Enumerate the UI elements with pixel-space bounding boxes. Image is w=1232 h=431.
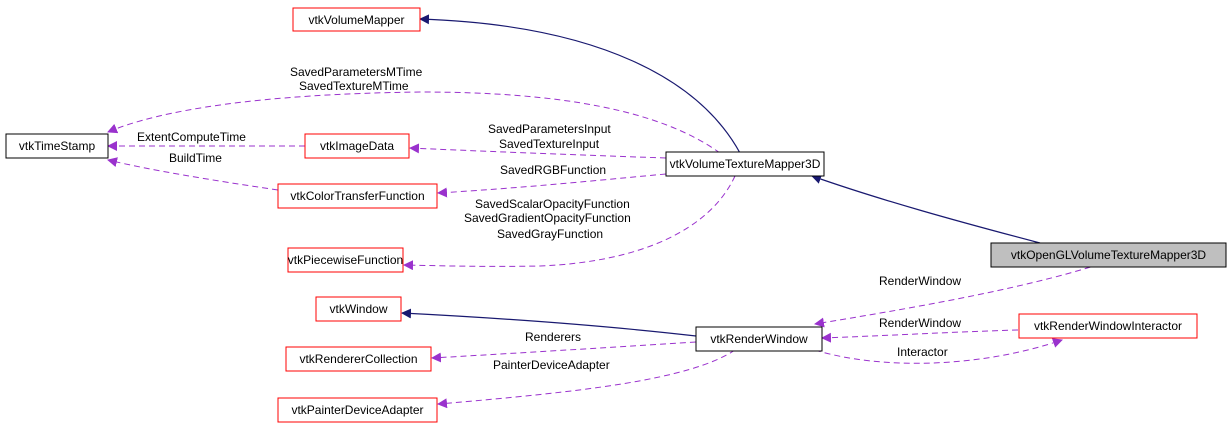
edge-piecewisefunction-savedscalaropacityfunction: [403, 175, 736, 271]
label-saved-gray-function: SavedGrayFunction: [497, 227, 603, 241]
node-vtkVolumeTextureMapper3D[interactable]: vtkVolumeTextureMapper3D: [665, 151, 825, 177]
node-vtkVolumeMapper-label: vtkVolumeMapper: [308, 13, 404, 27]
node-vtkImageData-label: vtkImageData: [320, 139, 394, 153]
edge-renderwindow-renderwindow-from-interactor: [821, 329, 1019, 343]
node-vtkRenderWindowInteractor-label: vtkRenderWindowInteractor: [1034, 319, 1182, 333]
node-vtkImageData[interactable]: vtkImageData: [304, 133, 410, 159]
node-vtkRendererCollection-label: vtkRendererCollection: [299, 352, 417, 366]
label-saved-texture-input: SavedTextureInput: [499, 137, 600, 151]
label-render-window-2: RenderWindow: [879, 316, 961, 330]
edge-painterdeviceadapter: [437, 349, 736, 409]
node-vtkWindow-label: vtkWindow: [329, 302, 387, 316]
node-vtkPainterDeviceAdapter[interactable]: vtkPainterDeviceAdapter: [277, 397, 438, 423]
node-vtkOpenGLVolumeTextureMapper3D-label: vtkOpenGLVolumeTextureMapper3D: [1011, 248, 1207, 262]
node-vtkColorTransferFunction-label: vtkColorTransferFunction: [290, 189, 424, 203]
edge-renderercollection-renderers: [431, 341, 697, 363]
edge-opengl-to-volumetexturemapper3d: [811, 174, 1041, 244]
label-saved-rgb-function: SavedRGBFunction: [500, 163, 606, 177]
label-saved-scalar-opacity-function: SavedScalarOpacityFunction: [475, 197, 630, 211]
edge-renderwindow-renderwindow-from-opengl: [814, 263, 1101, 328]
label-render-window-1: RenderWindow: [879, 274, 961, 288]
edge-timestamp-savedparametersmtime: [107, 91, 721, 154]
label-saved-parameters-input: SavedParametersInput: [488, 122, 611, 136]
label-saved-parameters-mtime: SavedParametersMTime: [290, 65, 423, 79]
node-vtkRenderWindow[interactable]: vtkRenderWindow: [695, 326, 823, 352]
node-vtkWindow[interactable]: vtkWindow: [315, 296, 402, 322]
node-vtkColorTransferFunction[interactable]: vtkColorTransferFunction: [277, 183, 438, 209]
label-renderers: Renderers: [525, 330, 581, 344]
node-vtkPiecewiseFunction-label: vtkPiecewiseFunction: [288, 253, 403, 267]
label-interactor: Interactor: [897, 345, 948, 359]
label-build-time: BuildTime: [169, 151, 222, 165]
edge-timestamp-buildtime: [107, 157, 279, 191]
edge-renderwindow-to-window: [401, 308, 697, 337]
node-vtkTimeStamp-label: vtkTimeStamp: [19, 139, 96, 153]
node-vtkTimeStamp[interactable]: vtkTimeStamp: [5, 133, 109, 159]
label-extent-compute-time: ExtentComputeTime: [137, 130, 246, 144]
edge-imagedata-savedparametersinput: [409, 143, 667, 159]
label-saved-gradient-opacity-function: SavedGradientOpacityFunction: [464, 211, 631, 225]
node-vtkVolumeMapper[interactable]: vtkVolumeMapper: [292, 7, 421, 32]
node-vtkRenderWindowInteractor[interactable]: vtkRenderWindowInteractor: [1018, 313, 1198, 339]
node-vtkPainterDeviceAdapter-label: vtkPainterDeviceAdapter: [291, 403, 423, 417]
node-vtkVolumeTextureMapper3D-label: vtkVolumeTextureMapper3D: [670, 157, 821, 171]
node-vtkPiecewiseFunction[interactable]: vtkPiecewiseFunction: [287, 247, 404, 273]
node-vtkOpenGLVolumeTextureMapper3D[interactable]: vtkOpenGLVolumeTextureMapper3D: [990, 242, 1227, 268]
node-vtkRenderWindow-label: vtkRenderWindow: [710, 332, 808, 346]
edge-colortransferfunction-savedrgbfunction: [437, 173, 667, 198]
label-saved-texture-mtime: SavedTextureMTime: [299, 79, 409, 93]
label-painter-device-adapter: PainterDeviceAdapter: [493, 358, 610, 372]
edge-volumetexturemapper3d-to-volumemapper: [419, 14, 741, 154]
node-vtkRendererCollection[interactable]: vtkRendererCollection: [285, 346, 432, 372]
